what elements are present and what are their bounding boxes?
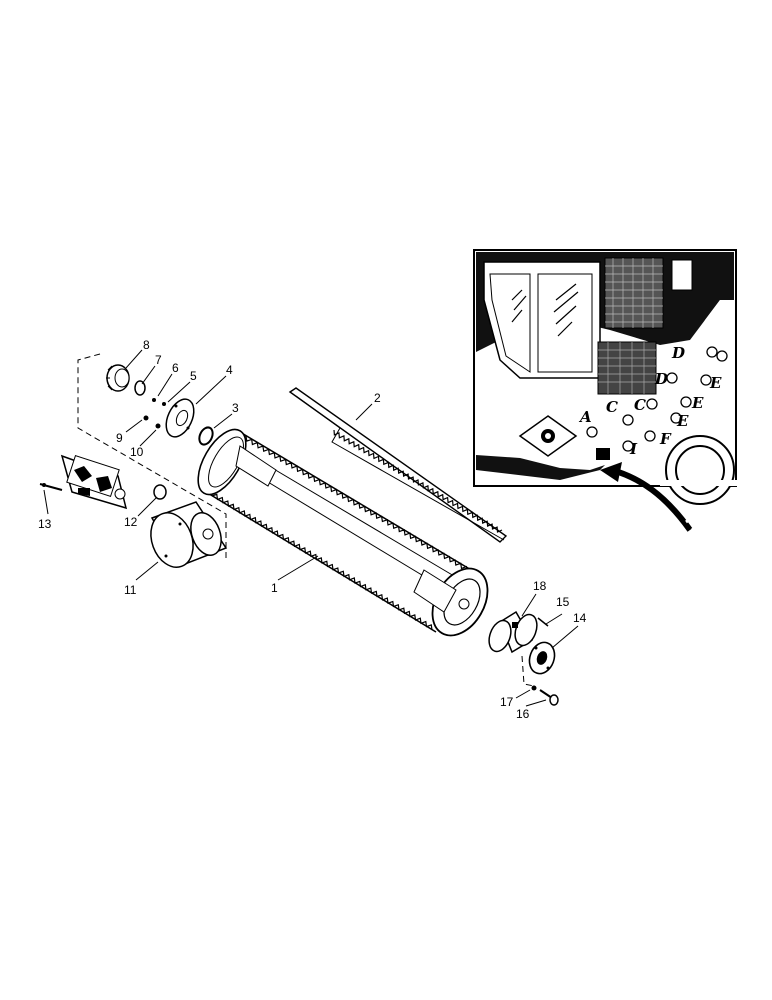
label-part-17: 17 — [500, 695, 514, 709]
sprocket-8 — [106, 364, 130, 392]
leader-lines — [43, 349, 579, 707]
washer-7 — [134, 380, 146, 396]
inset-label-f: F — [659, 430, 672, 448]
label-part-10: 10 — [130, 445, 144, 459]
washer-3 — [198, 426, 214, 446]
label-part-9: 9 — [116, 431, 123, 445]
label-part-11: 11 — [124, 583, 137, 597]
bolt-16 — [539, 689, 559, 706]
flange-4 — [165, 398, 195, 438]
housing-11 — [150, 501, 228, 568]
label-part-5: 5 — [190, 369, 197, 383]
hydraulic-motor-13 — [39, 454, 128, 510]
nut-10 — [155, 423, 161, 429]
label-part-13: 13 — [38, 517, 52, 531]
label-part-8: 8 — [143, 338, 150, 352]
label-part-1: 1 — [271, 581, 278, 595]
inset-label-e-top: E — [709, 374, 722, 392]
serrated-bar — [288, 387, 508, 543]
label-part-3: 3 — [232, 401, 239, 415]
label-part-16: 16 — [516, 707, 530, 721]
inset-label-d-right: D — [671, 344, 685, 362]
label-part-4: 4 — [226, 363, 233, 377]
coupling-18 — [488, 610, 538, 654]
nut-12 — [153, 484, 167, 500]
inset-label-c-left: C — [606, 398, 618, 416]
assembly-bracket — [77, 353, 227, 560]
inset-label-d-left: D — [654, 370, 668, 388]
inset-label-a: A — [578, 408, 592, 426]
label-part-15: 15 — [556, 595, 570, 609]
label-part-12: 12 — [124, 515, 138, 529]
bolt-9 — [143, 415, 149, 421]
inset-label-e-middle: E — [691, 394, 704, 412]
label-part-14: 14 — [573, 611, 587, 625]
disc-14 — [528, 641, 556, 675]
bolt-5 — [162, 402, 166, 406]
label-part-6: 6 — [172, 361, 179, 375]
main-drum — [197, 428, 489, 637]
inset-label-i: I — [629, 440, 638, 458]
pin-15 — [537, 617, 549, 627]
label-part-2: 2 — [374, 391, 381, 405]
label-part-7: 7 — [155, 353, 162, 367]
label-part-18: 18 — [533, 579, 547, 593]
cab-detail-inset: A C C D D E E E F I — [473, 249, 740, 505]
inset-label-c-right: C — [634, 396, 646, 414]
inset-label-e-bottom: E — [676, 412, 689, 430]
control-pad-icon — [518, 415, 578, 457]
view-arrow-icon — [600, 462, 701, 532]
washer-17 — [531, 685, 537, 691]
bolt-6 — [152, 398, 156, 402]
